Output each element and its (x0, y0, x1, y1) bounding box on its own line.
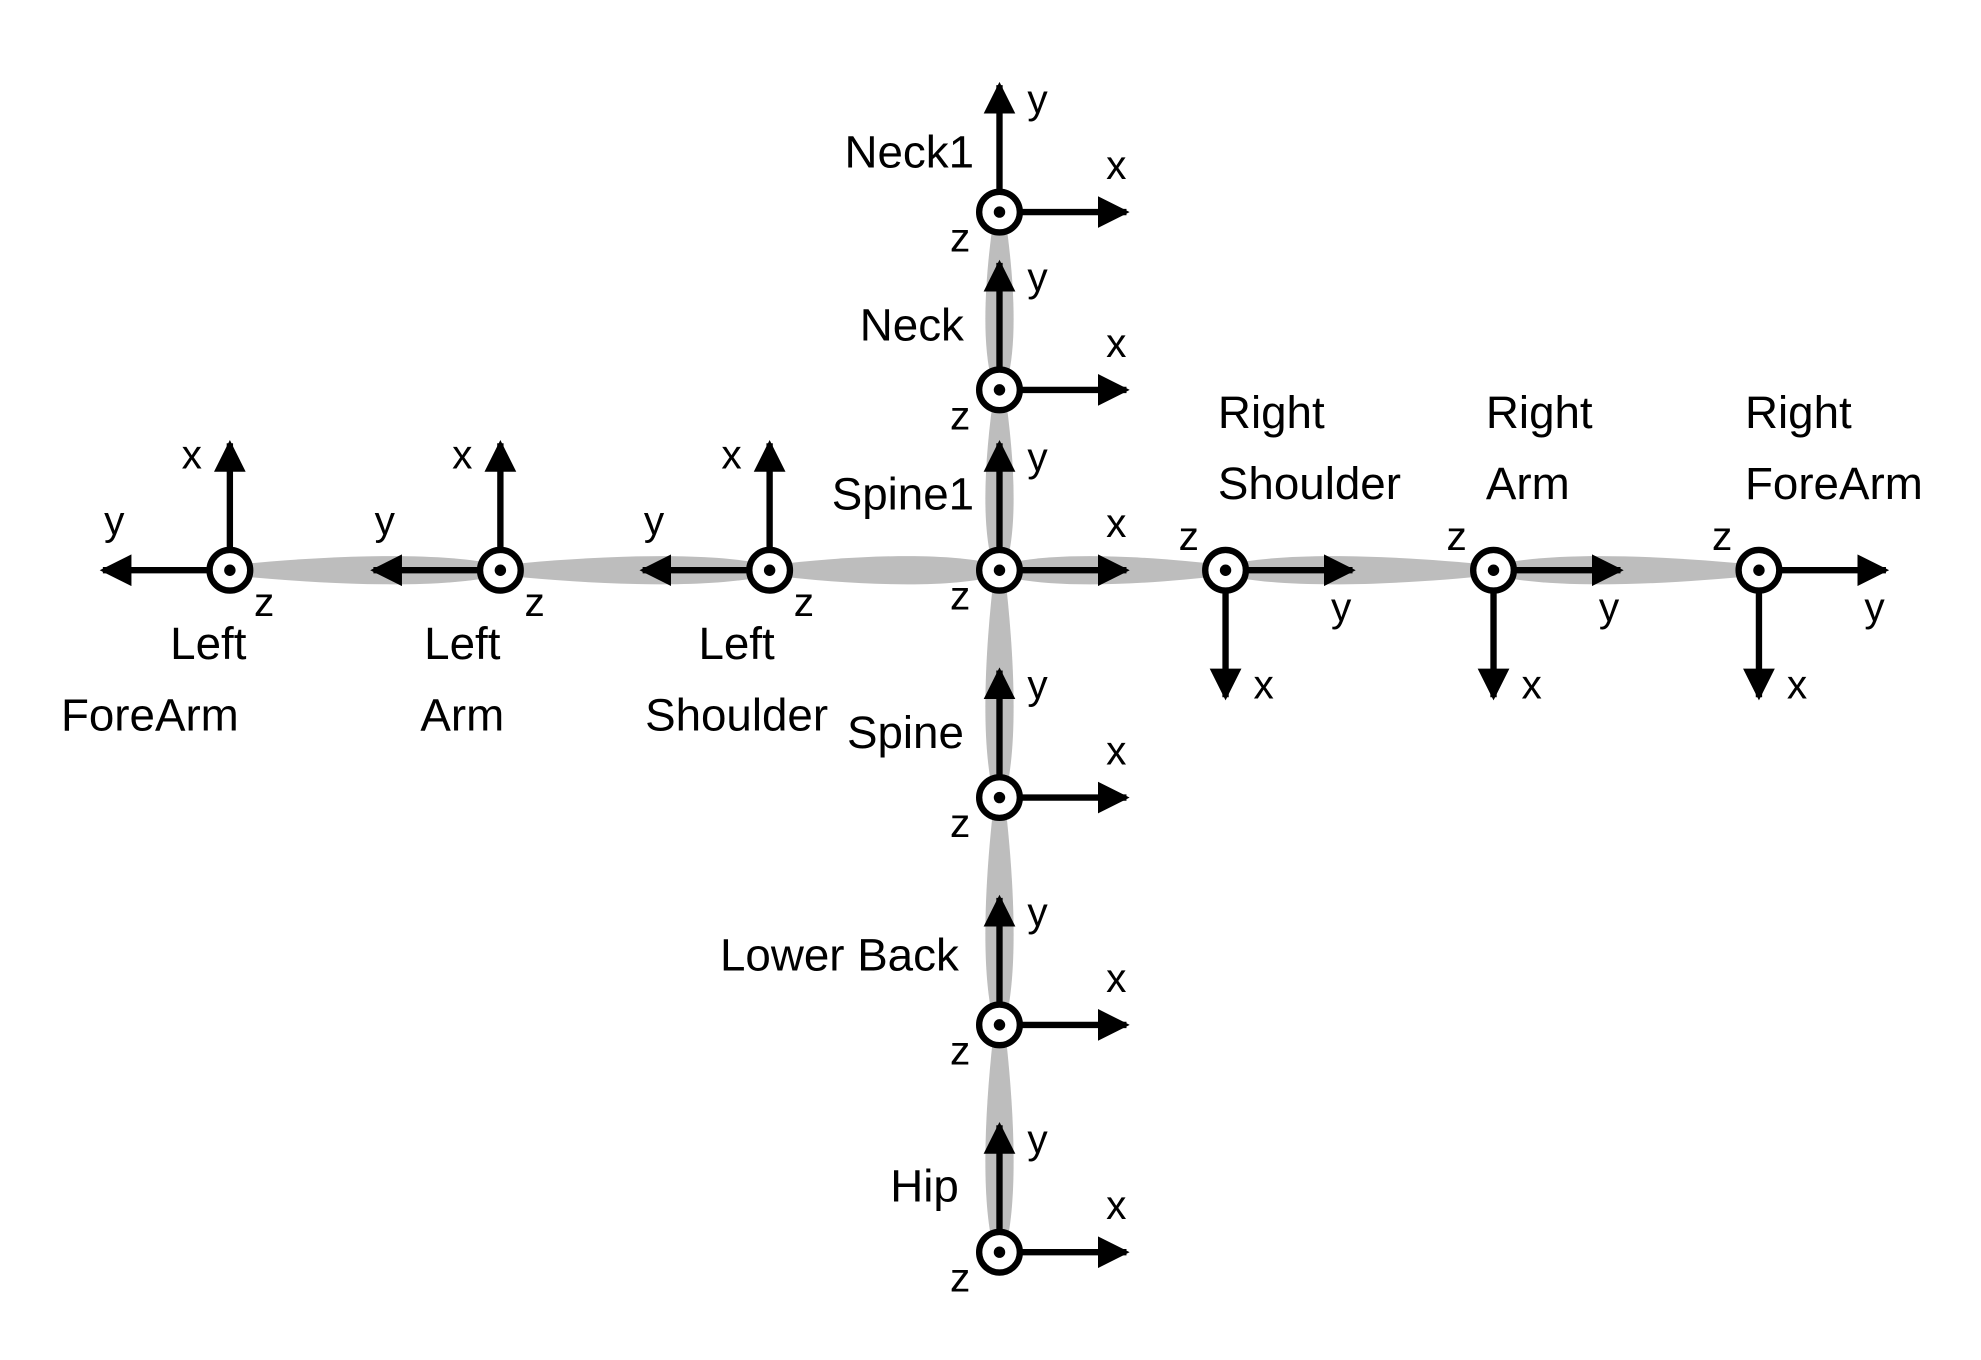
right-arm-joint-dot (1487, 564, 1500, 576)
right-forearm-name-line-2: ForeArm (1745, 458, 1923, 509)
left-arm-x-axis-label: x (452, 432, 472, 478)
bone-spine1-to-left-shoulder (769, 556, 1000, 585)
right-arm-z-axis-label: z (1447, 513, 1467, 559)
hip-x-axis-label: x (1106, 1182, 1126, 1228)
hip-z-axis-label: z (950, 1255, 970, 1301)
neck-name-line-1: Neck (860, 299, 964, 350)
right-forearm-y-axis-label: y (1864, 584, 1885, 630)
right-forearm-x-axis-label: x (1787, 662, 1807, 708)
left-shoulder-z-axis-label: z (794, 579, 814, 625)
right-forearm-z-axis-label: z (1712, 513, 1732, 559)
spine-joint-dot (993, 791, 1006, 804)
bone-left-arm-to-left-forearm (229, 556, 501, 585)
left-shoulder-y-axis-label: y (644, 498, 665, 544)
lower-back-y-axis-label: y (1027, 889, 1048, 935)
spine1-joint-dot (993, 564, 1006, 576)
left-forearm-x-axis-label: x (182, 432, 202, 478)
spine1-z-axis-label: z (950, 573, 970, 619)
neck1-x-axis-label: x (1106, 142, 1126, 188)
neck1-name-line-1: Neck1 (844, 127, 974, 178)
left-shoulder-joint-dot (763, 564, 776, 576)
left-shoulder-x-axis-label: x (721, 432, 741, 478)
hip-joint-dot (993, 1246, 1006, 1258)
right-shoulder-joint-dot (1219, 564, 1232, 576)
left-shoulder-name-line-2: Shoulder (645, 689, 828, 740)
neck-x-axis-label: x (1106, 320, 1126, 366)
right-arm-y-axis-label: y (1599, 584, 1620, 630)
joints-layer (206, 188, 1783, 1276)
neck1-z-axis-label: z (950, 214, 970, 260)
labels-layer: xyzNeck1xyzNeckxyzSpine1xyzSpinexyzLower… (61, 76, 1923, 1301)
left-arm-joint-dot (494, 564, 507, 576)
right-shoulder-z-axis-label: z (1179, 513, 1199, 559)
right-shoulder-name-line-2: Shoulder (1218, 458, 1401, 509)
neck-y-axis-label: y (1027, 254, 1048, 300)
left-arm-name-line-1: Left (424, 618, 501, 669)
axes-layer (99, 81, 1890, 1269)
bone-right-arm-to-right-forearm (1493, 556, 1759, 585)
hip-name-line-1: Hip (890, 1160, 959, 1211)
left-forearm-name-line-2: ForeArm (61, 689, 239, 740)
left-arm-y-axis-label: y (375, 498, 396, 544)
right-arm-name-line-1: Right (1486, 387, 1593, 438)
bone-left-shoulder-to-left-arm (500, 556, 770, 585)
left-forearm-name-line-1: Left (170, 618, 247, 669)
neck1-y-axis-label: y (1027, 76, 1048, 122)
neck-joint-dot (993, 384, 1006, 396)
neck1-joint-dot (993, 206, 1006, 218)
neck-z-axis-label: z (950, 392, 970, 438)
left-forearm-joint-dot (224, 564, 236, 576)
spine-x-axis-label: x (1106, 728, 1126, 774)
spine1-x-axis-label: x (1106, 500, 1126, 546)
right-shoulder-name-line-1: Right (1218, 387, 1325, 438)
right-arm-x-axis-label: x (1521, 662, 1541, 708)
spine-z-axis-label: z (950, 800, 970, 846)
right-shoulder-y-axis-label: y (1331, 584, 1352, 630)
spine1-y-axis-label: y (1027, 434, 1048, 480)
lower-back-x-axis-label: x (1106, 955, 1126, 1001)
spine-name-line-1: Spine (847, 707, 964, 758)
hip-y-axis-label: y (1027, 1116, 1048, 1162)
left-arm-z-axis-label: z (525, 579, 545, 625)
right-forearm-joint-dot (1753, 564, 1765, 576)
spine-y-axis-label: y (1027, 662, 1048, 708)
left-shoulder-name-line-1: Left (698, 618, 775, 669)
left-forearm-y-axis-label: y (104, 498, 125, 544)
right-forearm-name-line-1: Right (1745, 387, 1852, 438)
right-shoulder-x-axis-label: x (1253, 662, 1273, 708)
lower-back-name-line-1: Lower Back (720, 929, 959, 980)
spine1-name-line-1: Spine1 (832, 468, 974, 519)
left-forearm-z-axis-label: z (254, 579, 274, 625)
lower-back-z-axis-label: z (950, 1027, 970, 1073)
right-arm-name-line-2: Arm (1486, 458, 1570, 509)
bone-right-shoulder-to-right-arm (1225, 556, 1494, 585)
lower-back-joint-dot (993, 1019, 1006, 1031)
left-arm-name-line-2: Arm (420, 689, 504, 740)
